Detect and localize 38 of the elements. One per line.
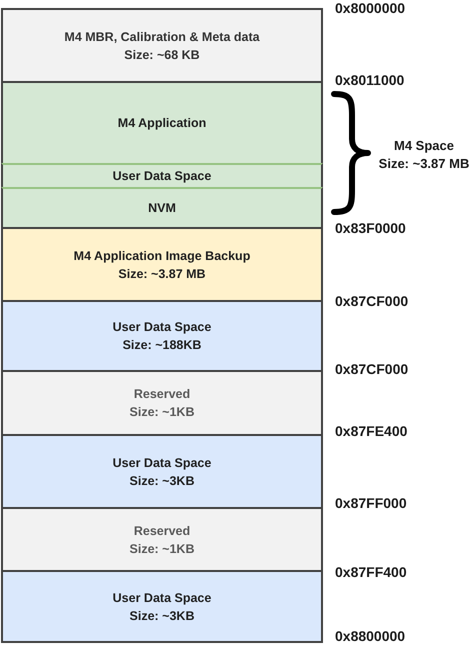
region-size: Size: ~3.87 MB: [118, 266, 206, 282]
address-label: 0x8011000: [335, 72, 404, 88]
address-label: 0x87FE400: [335, 423, 408, 439]
memory-region: [1, 8, 323, 81]
memory-region: [1, 370, 323, 434]
address-label: 0x87FF400: [335, 564, 407, 580]
region-name: User Data Space: [112, 590, 212, 606]
region-name: M4 MBR, Calibration & Meta data: [64, 28, 260, 46]
region-size: Size: ~3KB: [130, 608, 194, 624]
address-label: 0x83F0000: [335, 220, 406, 236]
region-size: Size: ~3KB: [130, 472, 194, 490]
address-label: 0x8800000: [335, 628, 406, 644]
memory-region: [1, 434, 323, 507]
region-name: NVM: [148, 200, 176, 217]
region-name: M4 Application: [118, 115, 206, 132]
memory-region: [1, 163, 323, 187]
region-name: Reserved: [134, 386, 190, 403]
address-label: 0x87CF000: [335, 293, 408, 309]
address-label: 0x8000000: [335, 0, 406, 16]
size-label: Size: ~3.87 MB: [378, 156, 470, 172]
region-name: User Data Space: [112, 319, 212, 336]
address-label: 0x87FF000: [335, 495, 407, 511]
region-name: User Data Space: [112, 168, 212, 185]
region-name: M4 Application Image Backup: [74, 248, 250, 264]
region-size: Size: ~1KB: [130, 404, 194, 421]
region-name: User Data Space: [112, 454, 212, 472]
memory-region: [1, 187, 323, 227]
memory-region: [1, 300, 323, 370]
memory-region: [1, 81, 323, 163]
region-size: Size: ~188KB: [122, 337, 202, 354]
address-label: 0x87CF000: [335, 361, 408, 377]
region-name: Reserved: [134, 522, 190, 540]
region-size: Size: ~1KB: [130, 540, 194, 558]
region-size: Size: ~68 KB: [124, 46, 200, 64]
memory-region: [1, 507, 323, 570]
region-label: M4 Space: [394, 138, 454, 154]
memory-region: [1, 227, 323, 300]
memory-region: [1, 570, 323, 643]
